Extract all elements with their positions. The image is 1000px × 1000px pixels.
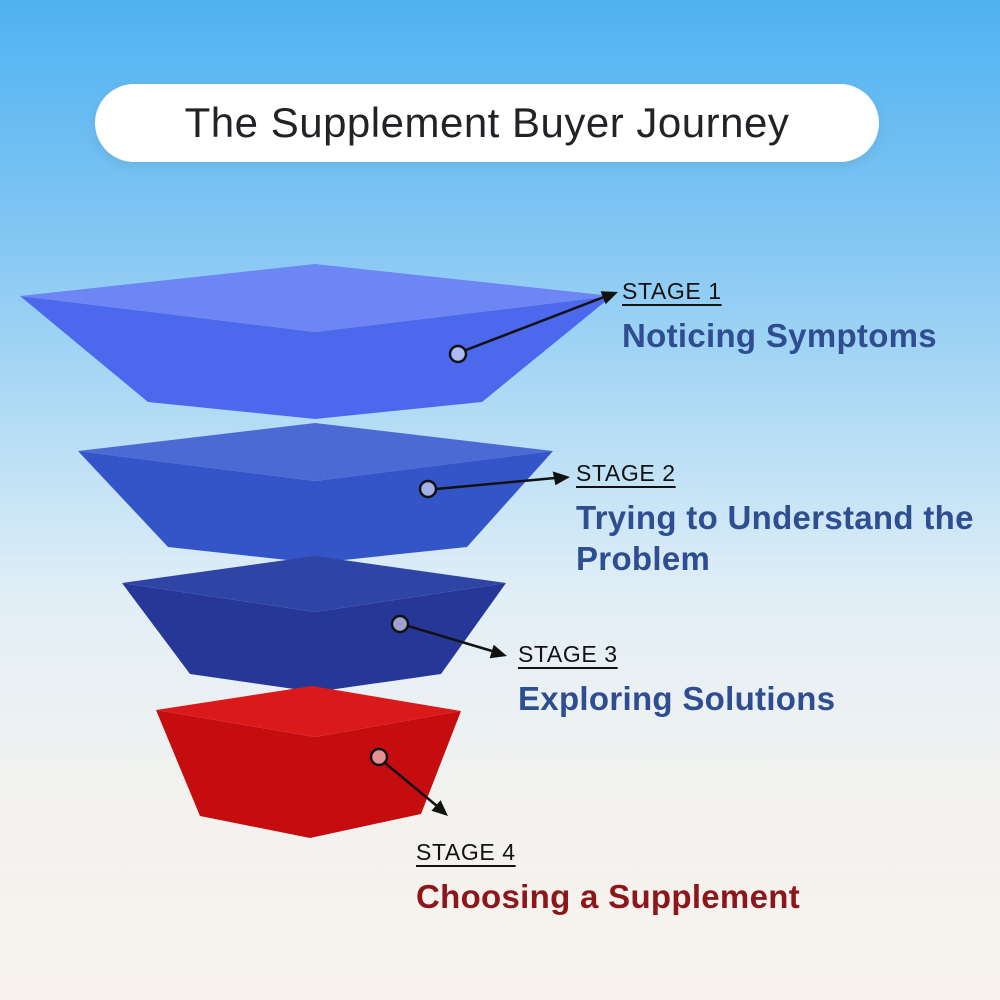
callout-dot-stage-4 xyxy=(369,747,389,767)
callout-dot-stage-2 xyxy=(418,479,438,499)
funnel-stage-1-front-face xyxy=(20,296,612,419)
stage-1-heading: Noticing Symptoms xyxy=(622,317,937,354)
arrowhead-stage-3 xyxy=(489,644,507,659)
arrowhead-stage-2 xyxy=(552,471,570,486)
stage-2-callout: STAGE 2 Trying to Understand the Problem xyxy=(576,460,1000,580)
funnel-stage-2-top-face xyxy=(78,423,553,481)
stage-2-heading: Trying to Understand the Problem xyxy=(576,499,974,578)
stage-3-label: STAGE 3 xyxy=(518,641,618,667)
funnel-stage-3-top-face xyxy=(122,556,506,612)
stage-3-callout: STAGE 3 Exploring Solutions xyxy=(518,641,835,719)
stage-4-callout: STAGE 4 Choosing a Supplement xyxy=(416,839,800,917)
stage-3-heading: Exploring Solutions xyxy=(518,680,836,717)
stage-1-label: STAGE 1 xyxy=(622,278,722,304)
arrowhead-stage-4 xyxy=(431,800,448,816)
callout-line-stage-4 xyxy=(384,762,438,807)
callout-line-stage-2 xyxy=(435,476,556,491)
stage-1-callout: STAGE 1 Noticing Symptoms xyxy=(622,278,937,356)
funnel-stage-1-top-face xyxy=(20,264,612,332)
page-title: The Supplement Buyer Journey xyxy=(184,99,790,146)
arrowhead-stage-1 xyxy=(600,291,618,305)
funnel-stage-4-top-face xyxy=(156,686,461,737)
funnel-stage-4-front-face xyxy=(156,710,461,838)
stage-4-label: STAGE 4 xyxy=(416,839,516,865)
stage-4-heading: Choosing a Supplement xyxy=(416,878,800,915)
callout-dot-stage-3 xyxy=(390,614,410,634)
title-pill: The Supplement Buyer Journey xyxy=(95,84,879,162)
funnel-stage-2-front-face xyxy=(78,451,553,563)
callout-line-stage-1 xyxy=(465,295,605,352)
callout-dot-stage-1 xyxy=(448,344,468,364)
callout-line-stage-3 xyxy=(407,624,493,653)
stage-2-label: STAGE 2 xyxy=(576,460,676,486)
funnel-stage-3-front-face xyxy=(122,583,506,692)
